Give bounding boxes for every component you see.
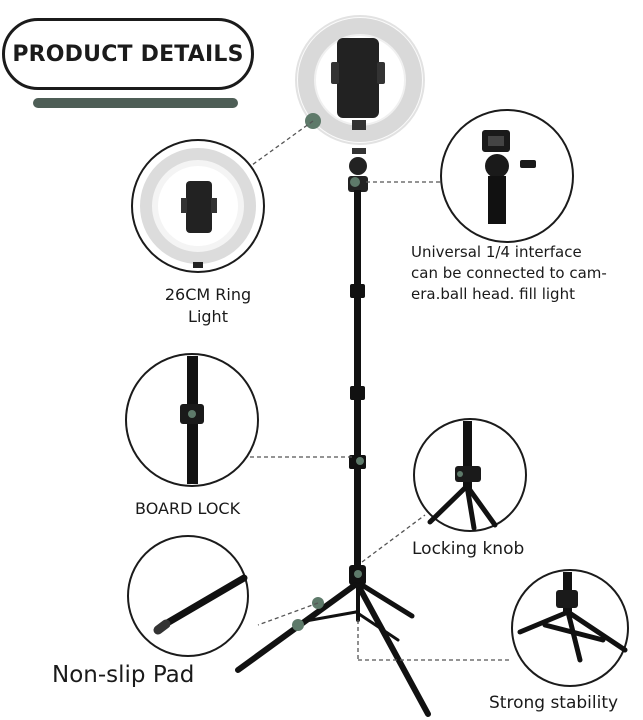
callout-connectors (250, 120, 512, 661)
board-lock-callout-circle (125, 353, 259, 487)
tripod-legs (235, 582, 431, 717)
ring-light-label-line2: Light (188, 307, 228, 326)
interface-label: Universal 1/4 interface can be connected… (411, 242, 641, 305)
non-slip-pad-label: Non-slip Pad (52, 662, 195, 688)
title-underline-bar (33, 98, 238, 108)
interface-label-line2: can be connected to cam- (411, 264, 607, 282)
board-lock-label: BOARD LOCK (135, 499, 241, 518)
interface-label-line3: era.ball head. fill light (411, 285, 575, 303)
locking-knob-callout-circle (413, 418, 527, 532)
strong-stability-label: Strong stability (489, 693, 619, 713)
interface-callout-circle (440, 109, 574, 243)
tripod-pole (349, 190, 366, 585)
product-details-title: PRODUCT DETAILS (2, 18, 254, 90)
ring-light-label-line1: 26CM Ring (164, 285, 252, 304)
ring-light-callout-circle (131, 139, 265, 273)
non-slip-pad-callout-circle (127, 535, 249, 657)
leg-callout-dot (292, 619, 304, 631)
page-title: PRODUCT DETAILS (12, 41, 244, 67)
strong-stability-callout-circle (511, 569, 629, 687)
locking-knob-label: Locking knob (412, 539, 525, 559)
ring-light-label: 26CM Ring Light (148, 284, 268, 328)
interface-label-line1: Universal 1/4 interface (411, 243, 582, 261)
ball-head (348, 148, 368, 192)
ring-light-illustration (295, 15, 425, 145)
